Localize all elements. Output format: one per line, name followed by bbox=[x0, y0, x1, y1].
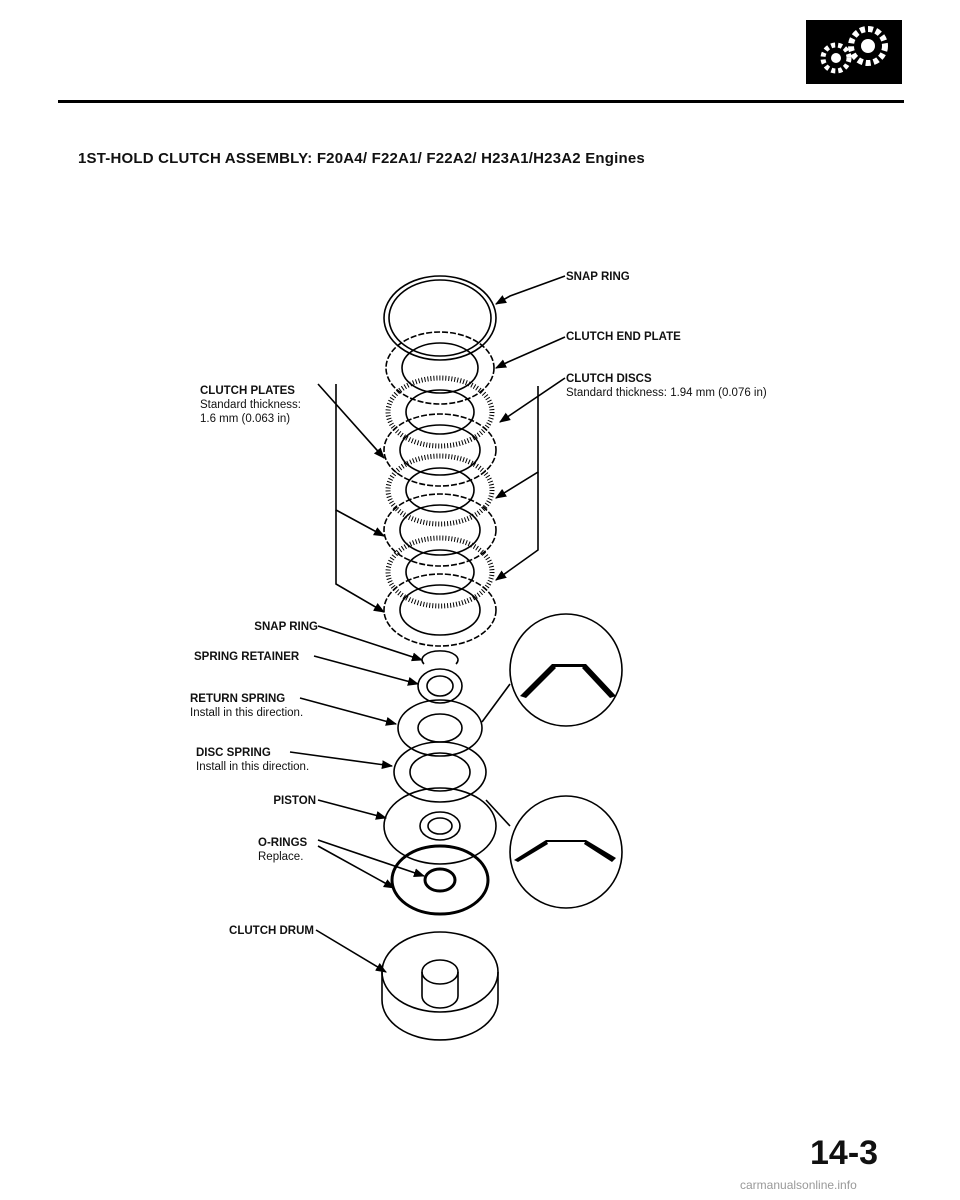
label-clutch-drum: CLUTCH DRUM bbox=[229, 925, 314, 937]
snap-ring-lower-part bbox=[421, 650, 459, 665]
header-rule bbox=[58, 100, 904, 103]
o-ring-outer-part bbox=[390, 844, 490, 916]
label-snap-ring-top: SNAP RING bbox=[566, 271, 630, 283]
spring-retainer-part bbox=[417, 668, 463, 704]
clutch-disc-part-3 bbox=[385, 535, 495, 609]
watermark: carmanualsonline.info bbox=[740, 1178, 857, 1192]
disc-spring-part bbox=[393, 741, 487, 803]
disc-spring-detail-circle bbox=[509, 795, 623, 909]
piston-part bbox=[383, 787, 497, 865]
leader-snap-ring-top bbox=[495, 275, 566, 305]
clutch-disc-part-1 bbox=[385, 375, 495, 449]
clutch-disc-part-2 bbox=[385, 453, 495, 527]
leader-o-ring-inner bbox=[317, 839, 426, 878]
label-o-rings: O-RINGS Replace. bbox=[258, 837, 308, 863]
label-snap-ring-lower: SNAP RING bbox=[254, 621, 318, 633]
return-spring-detail-circle bbox=[509, 613, 623, 727]
label-clutch-discs: CLUTCH DISCS Standard thickness: 1.94 mm… bbox=[566, 373, 767, 399]
label-clutch-plates: CLUTCH PLATES Standard thickness: 1.6 mm… bbox=[200, 385, 302, 425]
snap-ring-top-part bbox=[383, 275, 497, 361]
label-piston: PISTON bbox=[273, 795, 316, 807]
leader-clutch-drum bbox=[315, 929, 387, 973]
leader-snap-ring-lower bbox=[317, 625, 424, 662]
page-title: 1ST-HOLD CLUTCH ASSEMBLY: F20A4/ F22A1/ … bbox=[78, 150, 645, 167]
leader-clutch-plates bbox=[317, 383, 385, 459]
leader-clutch-end-plate bbox=[494, 336, 566, 369]
label-disc-spring: DISC SPRING Install in this direction. bbox=[196, 747, 310, 773]
gear-section-icon bbox=[806, 20, 902, 84]
clutch-drum-part bbox=[381, 931, 499, 1013]
leader-clutch-discs bbox=[499, 377, 566, 423]
label-spring-retainer: SPRING RETAINER bbox=[194, 651, 300, 663]
o-ring-inner-part bbox=[423, 867, 457, 893]
label-clutch-end-plate: CLUTCH END PLATE bbox=[566, 331, 681, 343]
clutch-end-plate-part bbox=[385, 331, 495, 405]
leader-piston bbox=[317, 799, 388, 820]
leader-disc-spring bbox=[289, 751, 394, 770]
label-return-spring: RETURN SPRING Install in this direction. bbox=[190, 693, 304, 719]
return-spring-part bbox=[397, 699, 483, 757]
page-number: 14-3 bbox=[810, 1134, 879, 1172]
leader-return-spring bbox=[299, 697, 398, 726]
leader-spring-retainer bbox=[313, 655, 420, 686]
leader-o-ring-outer bbox=[317, 845, 395, 889]
